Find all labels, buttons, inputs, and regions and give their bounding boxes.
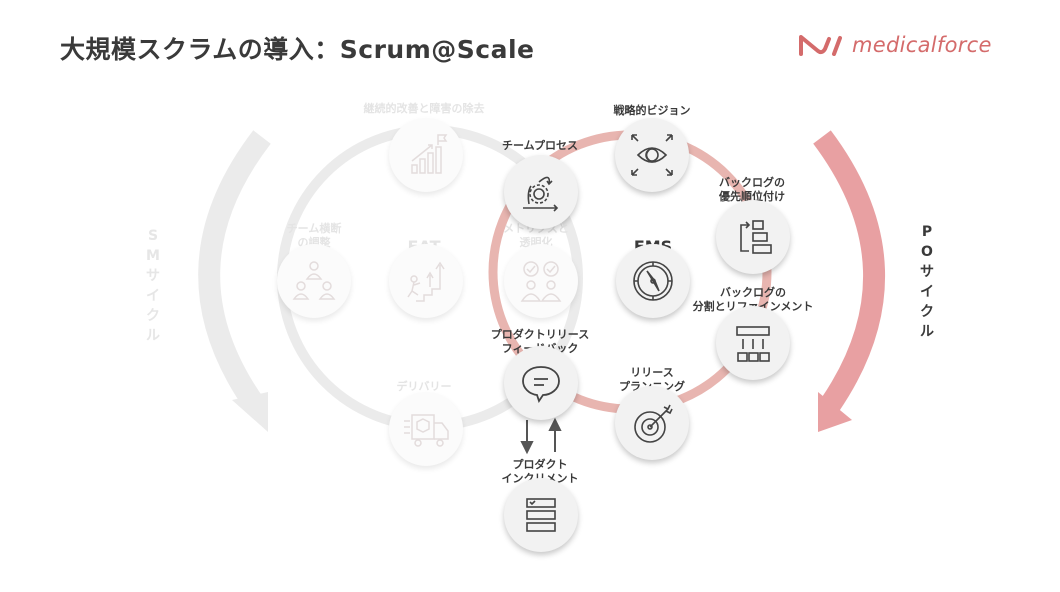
node-vision[interactable] xyxy=(615,118,689,192)
node-label-team-process: チームプロセス xyxy=(501,139,579,152)
sm-cycle-arrow xyxy=(198,130,271,432)
team-hierarchy-icon xyxy=(292,261,336,300)
backlog-priority-icon xyxy=(740,220,772,254)
increment-flow-arrows xyxy=(520,417,562,455)
medicalforce-logo-icon xyxy=(799,35,842,56)
node-label-delivery: デリバリー xyxy=(396,380,452,393)
node-refine[interactable] xyxy=(716,306,790,380)
brand-logo: medicalforce xyxy=(798,33,992,57)
hierarchy-split-icon xyxy=(736,326,770,362)
compass-icon xyxy=(633,261,673,301)
climbing-stairs-icon xyxy=(407,261,445,302)
node-prioritize[interactable] xyxy=(716,200,790,274)
node-label-prioritize: バックログの優先順位付け xyxy=(719,176,785,203)
node-cross-team[interactable] xyxy=(277,244,351,318)
delivery-truck-icon xyxy=(404,414,449,447)
node-team-process[interactable] xyxy=(504,155,578,229)
speech-bubble-icon xyxy=(522,366,560,404)
checklist-icon xyxy=(526,498,556,532)
node-delivery[interactable] xyxy=(389,392,463,466)
node-release-plan[interactable] xyxy=(615,386,689,460)
logo-text: medicalforce xyxy=(852,33,992,57)
node-ems[interactable] xyxy=(616,244,690,318)
node-metrics[interactable] xyxy=(504,244,578,318)
gear-cycle-icon xyxy=(523,176,559,212)
people-check-icon xyxy=(520,261,562,302)
po-cycle-arrow xyxy=(813,130,885,432)
target-dart-icon xyxy=(634,404,673,443)
node-label-kaizen: 継続的改善と障害の除去 xyxy=(363,102,485,115)
growth-chart-flag-icon xyxy=(411,134,448,174)
node-increment[interactable] xyxy=(504,478,578,552)
node-kaizen[interactable] xyxy=(389,118,463,192)
eye-arrows-icon xyxy=(631,134,673,176)
node-feedback[interactable] xyxy=(504,346,578,420)
node-label-vision: 戦略的ビジョン xyxy=(613,104,691,117)
page-title: 大規模スクラムの導入：Scrum@Scale xyxy=(60,35,535,64)
node-eat[interactable] xyxy=(389,244,463,318)
